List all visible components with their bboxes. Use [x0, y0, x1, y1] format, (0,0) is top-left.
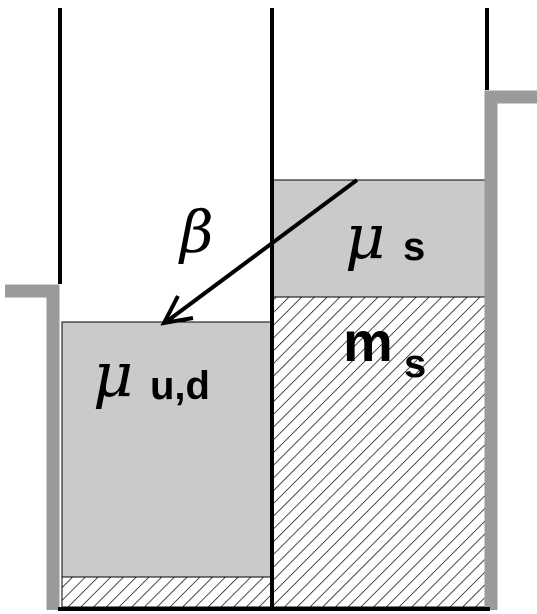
svg-text:s: s [404, 342, 426, 386]
svg-text:u,d: u,d [150, 364, 210, 408]
mu-ud-label: μ u,d [93, 338, 210, 411]
beta-label: β [178, 198, 214, 266]
right-vessel-liquid [272, 179, 486, 298]
right-vessel-mass [272, 296, 486, 608]
svg-text:μ: μ [345, 200, 385, 273]
m-s-label: m s [343, 310, 426, 386]
left-vessel-sediment [61, 576, 272, 608]
svg-text:m: m [343, 310, 393, 373]
transfer-arrow [160, 178, 359, 326]
right-outer-wall [484, 90, 537, 610]
svg-text:s: s [403, 225, 425, 269]
left-outer-wall [5, 284, 60, 610]
svg-text:μ: μ [93, 338, 133, 411]
left-vessel-liquid [61, 321, 272, 578]
mu-s-label: μ s [345, 200, 425, 273]
